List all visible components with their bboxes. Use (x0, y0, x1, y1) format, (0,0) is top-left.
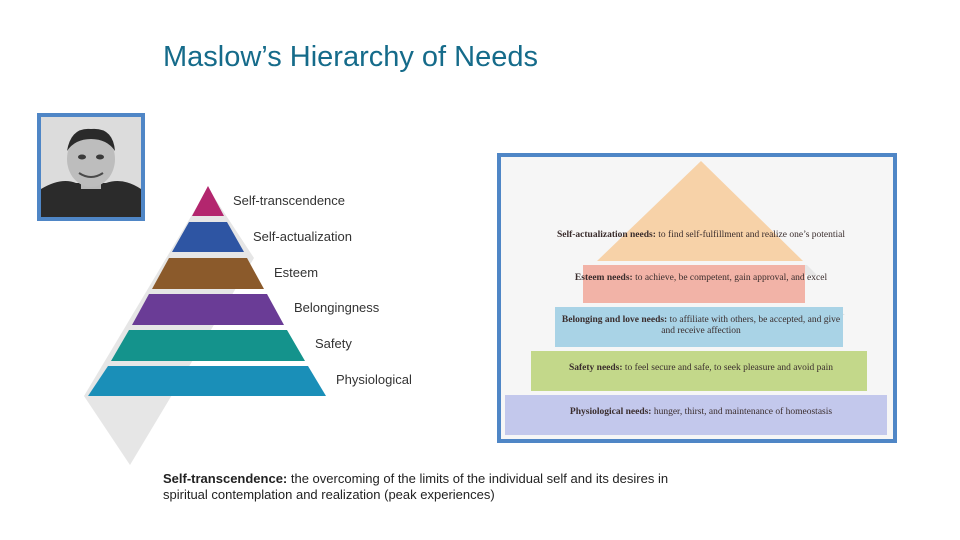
left-level-1-shape (192, 186, 224, 216)
left-level-4-shape (132, 294, 284, 325)
right-level-3-heading: Belonging and love needs: (561, 315, 668, 325)
right-pyramid-diagram: Self-actualization needs: to find self-f… (497, 153, 897, 443)
right-level-4-shape (531, 351, 867, 391)
left-level-label-physiological: Physiological (336, 372, 412, 387)
right-level-2-heading: Esteem needs: (574, 273, 633, 283)
right-level-5-text: Physiological needs: hunger, thirst, and… (551, 407, 851, 418)
left-level-3-shape (152, 258, 264, 289)
right-level-4-text: Safety needs: to feel secure and safe, t… (556, 363, 846, 374)
right-level-3-shape (555, 307, 843, 347)
right-level-1-description: to find self-fulfillment and realize one… (658, 230, 846, 240)
left-level-2-shape (172, 222, 244, 252)
right-level-5-heading: Physiological needs: (569, 407, 652, 417)
right-level-4-description: to feel secure and safe, to seek pleasur… (624, 363, 834, 373)
definition-caption: Self-transcendence: the overcoming of th… (163, 471, 683, 503)
left-pyramid-shapes (84, 186, 326, 465)
right-level-2-shape (583, 265, 805, 303)
caption-definition: the overcoming of the limits of the indi… (163, 471, 669, 502)
right-level-5-shape (505, 395, 887, 435)
right-pyramid-shapes (505, 161, 887, 435)
right-level-3-description: to affiliate with others, be accepted, a… (661, 315, 841, 336)
portrait-photo (37, 113, 145, 221)
right-level-3-text: Belonging and love needs: to affiliate w… (556, 315, 846, 337)
right-level-1-heading: Self-actualization needs: (556, 230, 656, 240)
right-level-1-shape (597, 161, 803, 261)
right-level-2-text: Esteem needs: to achieve, be competent, … (556, 273, 846, 284)
right-level-1-text: Self-actualization needs: to find self-f… (556, 230, 846, 241)
right-level-4-heading: Safety needs: (568, 363, 623, 373)
left-level-label-self-actualization: Self-actualization (253, 229, 352, 244)
right-level-2-description: to achieve, be competent, gain approval,… (635, 273, 828, 283)
caption-term: Self-transcendence: (163, 471, 288, 486)
left-level-label-safety: Safety (315, 336, 352, 351)
left-level-label-belongingness: Belongingness (294, 300, 380, 315)
left-level-label-self-transcendence: Self-transcendence (233, 193, 346, 208)
left-level-5-shape (111, 330, 305, 361)
slide-title: Maslow’s Hierarchy of Needs (163, 41, 538, 74)
left-level-label-esteem: Esteem (274, 265, 319, 280)
left-level-6-shape (88, 366, 326, 396)
portrait-illustration (41, 117, 141, 217)
left-pyramid-diagram: Self-transcendence Self-actualization Es… (84, 180, 444, 470)
right-level-5-description: hunger, thirst, and maintenance of homeo… (653, 407, 833, 417)
